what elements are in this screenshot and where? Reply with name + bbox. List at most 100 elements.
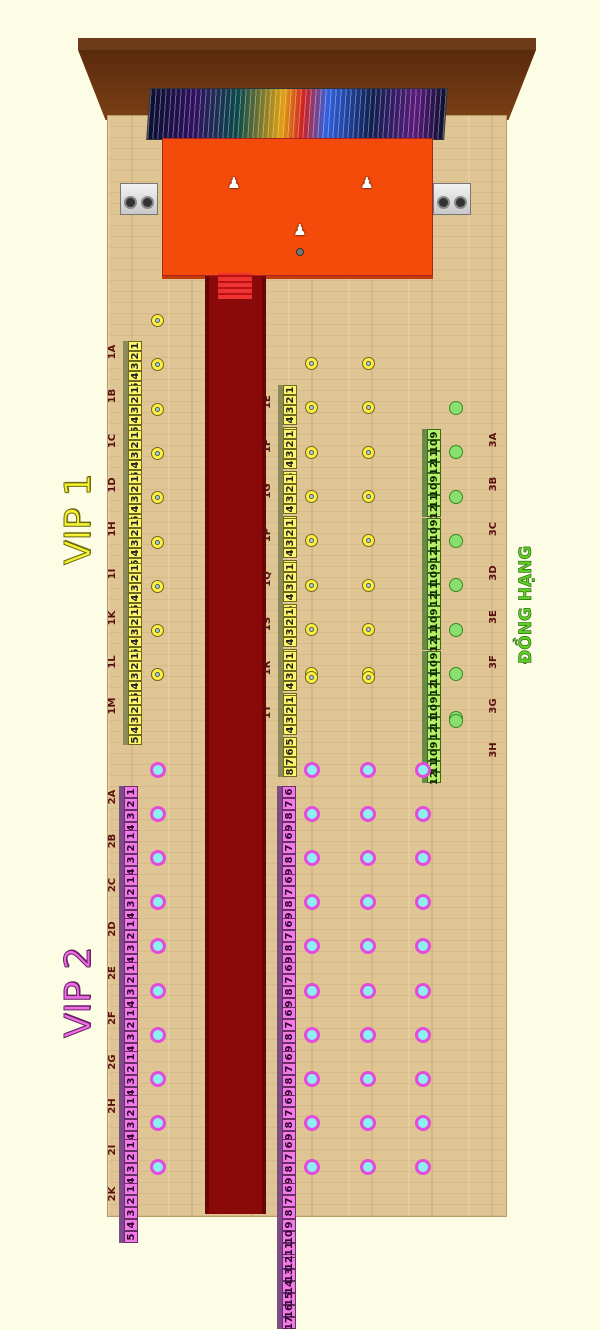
seat-1a-3[interactable]: 3	[128, 361, 142, 371]
seat-1f-3[interactable]: 3	[283, 449, 297, 460]
seat-3c-10[interactable]: 10	[427, 527, 441, 541]
seat-1r-3[interactable]: 3	[283, 670, 297, 681]
seat-1t-3[interactable]: 3	[283, 715, 297, 726]
seat-1a-2[interactable]: 2	[128, 351, 142, 361]
seat-3g-12[interactable]: 12	[427, 726, 441, 740]
table-icon[interactable]	[150, 1114, 166, 1131]
table-icon[interactable]	[150, 806, 166, 823]
seat-2d-right-7[interactable]: 7	[282, 930, 296, 943]
table-icon[interactable]	[304, 850, 320, 867]
seat-1t-1[interactable]: 1	[283, 695, 297, 706]
table-icon[interactable]	[305, 671, 318, 684]
table-icon[interactable]	[415, 1070, 431, 1087]
table-icon[interactable]	[360, 1114, 376, 1131]
table-icon[interactable]	[304, 1114, 320, 1131]
seat-2g-left-3[interactable]: 3	[124, 1074, 138, 1087]
table-icon[interactable]	[362, 578, 375, 592]
seat-3h-9[interactable]: 9	[427, 739, 441, 751]
seat-1l-2[interactable]: 2	[128, 661, 142, 672]
table-icon[interactable]	[415, 982, 431, 999]
seat-2a-right-7[interactable]: 7	[282, 798, 296, 810]
seat-1p-4[interactable]: 4	[283, 547, 297, 558]
seat-2a-right-8[interactable]: 8	[282, 810, 296, 822]
seat-2i-right-7[interactable]: 7	[282, 1150, 296, 1163]
seat-2g-left-1[interactable]: 1	[124, 1050, 138, 1063]
seat-3h-12[interactable]: 12	[427, 771, 441, 785]
table-icon[interactable]	[449, 533, 463, 548]
seat-1r-4[interactable]: 4	[283, 680, 297, 691]
seat-2a-left-3[interactable]: 3	[124, 810, 138, 822]
seat-2g-left-2[interactable]: 2	[124, 1062, 138, 1075]
seat-3e-11[interactable]: 11	[427, 627, 441, 641]
table-icon[interactable]	[151, 491, 164, 505]
seat-2b-right-7[interactable]: 7	[282, 842, 296, 855]
table-icon[interactable]	[415, 806, 431, 823]
seat-1c-3[interactable]: 3	[128, 449, 142, 460]
seat-2e-left-2[interactable]: 2	[124, 974, 138, 987]
table-icon[interactable]	[151, 535, 164, 549]
seat-1b-3[interactable]: 3	[128, 405, 142, 416]
seat-1h-2[interactable]: 2	[128, 528, 142, 539]
seat-1k-3[interactable]: 3	[128, 626, 142, 637]
seat-2k-right-7[interactable]: 7	[282, 1194, 296, 1207]
seat-2f-right-7[interactable]: 7	[282, 1018, 296, 1031]
seat-3e-9[interactable]: 9	[427, 606, 441, 618]
seat-3f-11[interactable]: 11	[427, 671, 441, 685]
seat-3b-12[interactable]: 12	[427, 505, 441, 519]
table-icon[interactable]	[449, 401, 463, 415]
seat-2g-right-7[interactable]: 7	[282, 1062, 296, 1075]
table-icon[interactable]	[415, 1026, 431, 1043]
table-icon[interactable]	[360, 850, 376, 867]
seat-1d-3[interactable]: 3	[128, 493, 142, 504]
seat-2k-left-2[interactable]: 2	[124, 1194, 138, 1207]
seat-1b-1[interactable]: 1	[128, 385, 142, 396]
seat-2f-left-1[interactable]: 1	[124, 1006, 138, 1019]
seat-1h-1[interactable]: 1	[128, 518, 142, 529]
seat-1d-2[interactable]: 2	[128, 483, 142, 494]
seat-2k-left-4[interactable]: 4	[124, 1218, 138, 1231]
seat-1m-3[interactable]: 3	[128, 715, 142, 726]
seat-2c-right-8[interactable]: 8	[282, 898, 296, 911]
seat-3a-12[interactable]: 12	[427, 461, 441, 474]
seat-2d-right-6[interactable]: 6	[282, 918, 296, 931]
seat-2i-left-3[interactable]: 3	[124, 1162, 138, 1175]
table-icon[interactable]	[150, 1070, 166, 1087]
table-icon[interactable]	[304, 762, 320, 778]
seat-3f-10[interactable]: 10	[427, 660, 441, 674]
table-icon[interactable]	[150, 938, 166, 955]
table-icon[interactable]	[449, 489, 463, 504]
seat-3a-11[interactable]: 11	[427, 450, 441, 463]
table-icon[interactable]	[150, 1026, 166, 1043]
table-icon[interactable]	[362, 445, 375, 459]
seat-3g-10[interactable]: 10	[427, 704, 441, 718]
seat-2a-right-6[interactable]: 6	[282, 786, 296, 798]
seat-2g-right-6[interactable]: 6	[282, 1050, 296, 1063]
seat-2k-right-8[interactable]: 8	[282, 1206, 296, 1219]
seat-2b-left-1[interactable]: 1	[124, 830, 138, 843]
seat-1t-8[interactable]: 8	[283, 767, 297, 778]
seat-2i-right-6[interactable]: 6	[282, 1138, 296, 1151]
table-icon[interactable]	[151, 668, 164, 681]
table-icon[interactable]	[360, 1026, 376, 1043]
seat-2k-left-5[interactable]: 5	[124, 1230, 138, 1243]
seat-3g-11[interactable]: 11	[427, 715, 441, 729]
seat-1l-1[interactable]: 1	[128, 651, 142, 662]
table-icon[interactable]	[305, 622, 318, 636]
seat-2c-left-3[interactable]: 3	[124, 898, 138, 911]
seat-2k-left-3[interactable]: 3	[124, 1206, 138, 1219]
seat-3f-9[interactable]: 9	[427, 650, 441, 662]
seat-2k-right-17[interactable]: 17	[282, 1316, 296, 1330]
seat-1t-7[interactable]: 7	[283, 757, 297, 768]
seat-2a-left-1[interactable]: 1	[124, 786, 138, 798]
seat-2e-left-1[interactable]: 1	[124, 962, 138, 975]
table-icon[interactable]	[362, 489, 375, 503]
seat-1m-1[interactable]: 1	[128, 695, 142, 706]
seat-2f-left-2[interactable]: 2	[124, 1018, 138, 1031]
seat-2g-right-8[interactable]: 8	[282, 1074, 296, 1087]
seat-3e-12[interactable]: 12	[427, 638, 441, 652]
table-icon[interactable]	[449, 445, 463, 460]
seat-1q-1[interactable]: 1	[283, 562, 297, 573]
table-icon[interactable]	[304, 982, 320, 999]
seat-1l-4[interactable]: 4	[128, 681, 142, 692]
table-icon[interactable]	[360, 982, 376, 999]
